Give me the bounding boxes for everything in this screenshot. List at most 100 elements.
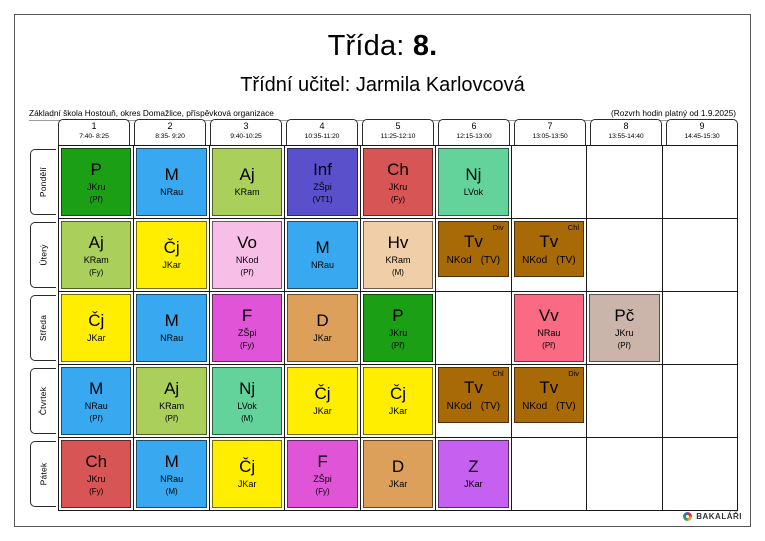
lesson-subject: M: [315, 238, 330, 257]
day-label-0: Pondělí: [30, 149, 56, 215]
lesson-room: (Př): [240, 267, 254, 277]
lesson-subject: Čj: [389, 384, 406, 403]
lesson-teacher: JKar: [86, 333, 106, 343]
validity-note: (Rozvrh hodin platný od 1.9.2025): [611, 108, 736, 118]
lesson-subject: P: [392, 305, 404, 325]
lesson-teacher: NKod: [235, 254, 259, 265]
lesson-subject: F: [241, 305, 253, 325]
lesson-subject: Aj: [88, 232, 104, 252]
lesson-detail-line: NKod(TV): [522, 400, 575, 413]
empty-cell: [587, 219, 663, 291]
lesson-group-tag: Chl: [567, 223, 580, 232]
lesson-subject: Vo: [237, 232, 258, 252]
day-label-3: Čtvrtek: [30, 368, 56, 434]
lesson-room: (Př): [542, 340, 556, 350]
lesson-teacher: JKru: [388, 181, 408, 192]
lesson-subject: Aj: [239, 165, 255, 184]
lesson-subject: Čj: [314, 384, 331, 403]
empty-cell: [587, 365, 663, 437]
lesson-subject: M: [164, 451, 179, 471]
lesson-room: (Fy): [239, 340, 255, 350]
lesson-teacher: NRau: [537, 327, 561, 338]
period-time: 13:05-13:50: [532, 133, 568, 140]
lesson-subject: M: [89, 378, 104, 398]
lesson-room: (TV): [480, 254, 501, 266]
lesson-room: (M): [391, 267, 404, 277]
empty-cell: [512, 438, 588, 510]
lesson-teacher: JKar: [162, 260, 181, 270]
